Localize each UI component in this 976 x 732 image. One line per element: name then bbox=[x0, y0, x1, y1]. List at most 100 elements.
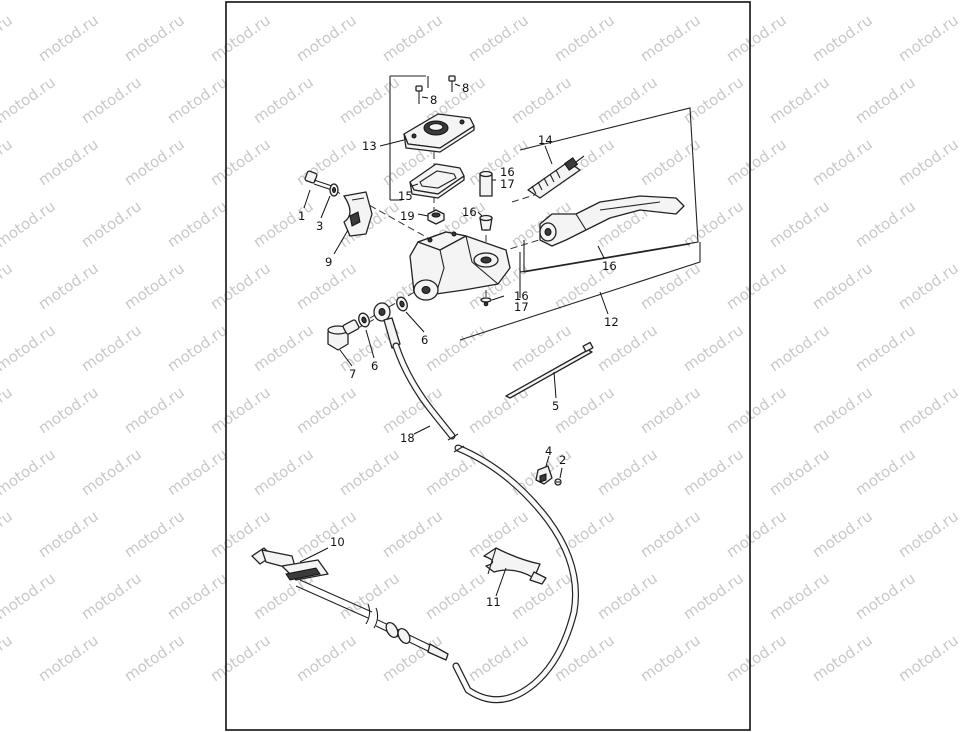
watermark-text: motod.ru bbox=[809, 135, 876, 189]
callout-5: 5 bbox=[552, 399, 559, 413]
watermark-text: motod.ru bbox=[0, 11, 16, 65]
watermark-text: motod.ru bbox=[766, 569, 833, 623]
part-10-brake-line bbox=[251, 547, 449, 661]
callout-9: 9 bbox=[325, 255, 332, 269]
watermark-text: motod.ru bbox=[78, 0, 145, 3]
part-17-clip bbox=[480, 297, 492, 307]
watermark-text: motod.ru bbox=[895, 507, 962, 561]
diagram-frame bbox=[225, 1, 751, 731]
part-18-brake-hose bbox=[373, 302, 580, 704]
part-13-reservoir-cover bbox=[403, 113, 475, 153]
watermark-text: motod.ru bbox=[121, 259, 188, 313]
callout-18: 18 bbox=[400, 431, 415, 445]
watermark-text: motod.ru bbox=[0, 507, 16, 561]
watermark-text: motod.ru bbox=[766, 0, 833, 3]
callout-7: 7 bbox=[349, 367, 356, 381]
watermark-text: motod.ru bbox=[895, 11, 962, 65]
callout-17-b: 17 bbox=[514, 300, 529, 314]
callout-labels: 1 3 9 8 8 13 15 19 16 17 16 16 17 14 16 … bbox=[298, 81, 619, 609]
watermark-text: motod.ru bbox=[35, 11, 102, 65]
part-16-lever bbox=[539, 195, 685, 247]
watermark-text: motod.ru bbox=[35, 383, 102, 437]
watermark-text: motod.ru bbox=[852, 569, 919, 623]
callout-11: 11 bbox=[486, 595, 501, 609]
watermark-text: motod.ru bbox=[852, 321, 919, 375]
watermark-text: motod.ru bbox=[0, 0, 59, 3]
watermark-text: motod.ru bbox=[164, 0, 231, 3]
callout-8-a: 8 bbox=[430, 93, 437, 107]
watermark-text: motod.ru bbox=[852, 73, 919, 127]
callout-8-b: 8 bbox=[462, 81, 469, 95]
callout-4: 4 bbox=[545, 444, 552, 458]
watermark-text: motod.ru bbox=[121, 507, 188, 561]
callout-3: 3 bbox=[316, 219, 323, 233]
part-16-pin-top bbox=[479, 170, 493, 197]
watermark-text: motod.ru bbox=[852, 197, 919, 251]
watermark-text: motod.ru bbox=[0, 321, 59, 375]
part-19-nut bbox=[427, 209, 445, 225]
part-15-diaphragm bbox=[409, 163, 465, 199]
watermark-text: motod.ru bbox=[0, 445, 59, 499]
callout-17-a: 17 bbox=[500, 177, 515, 191]
watermark-text: motod.ru bbox=[78, 569, 145, 623]
watermark-text: motod.ru bbox=[121, 631, 188, 685]
master-cylinder-body bbox=[409, 231, 511, 301]
watermark-text: motod.ru bbox=[78, 73, 145, 127]
part-5-cable-tie bbox=[505, 341, 594, 399]
part-4-clip bbox=[535, 465, 553, 485]
watermark-text: motod.ru bbox=[121, 383, 188, 437]
watermark-text: motod.ru bbox=[809, 631, 876, 685]
watermark-text: motod.ru bbox=[164, 197, 231, 251]
watermark-text: motod.ru bbox=[895, 631, 962, 685]
watermark-text: motod.ru bbox=[852, 445, 919, 499]
callout-16-d: 16 bbox=[602, 259, 617, 273]
watermark-text: motod.ru bbox=[164, 73, 231, 127]
watermark-text: motod.ru bbox=[164, 445, 231, 499]
watermark-text: motod.ru bbox=[809, 383, 876, 437]
part-11-hose-clamp bbox=[483, 547, 547, 585]
watermark-text: motod.ru bbox=[895, 259, 962, 313]
callout-19: 19 bbox=[400, 209, 415, 223]
watermark-text: motod.ru bbox=[121, 135, 188, 189]
watermark-text: motod.ru bbox=[35, 631, 102, 685]
watermark-text: motod.ru bbox=[0, 383, 16, 437]
part-8-screws bbox=[415, 75, 456, 104]
watermark-text: motod.ru bbox=[78, 445, 145, 499]
watermark-text: motod.ru bbox=[0, 197, 59, 251]
watermark-text: motod.ru bbox=[766, 445, 833, 499]
callout-12: 12 bbox=[604, 315, 619, 329]
watermark-text: motod.ru bbox=[0, 73, 59, 127]
watermark-text: motod.ru bbox=[164, 569, 231, 623]
callout-2: 2 bbox=[559, 453, 566, 467]
part-6-washer-a bbox=[358, 312, 370, 328]
part-6-washer-b bbox=[396, 296, 408, 312]
part-14-pushrod bbox=[527, 155, 585, 199]
part-9-clamp bbox=[343, 191, 373, 237]
watermark-text: motod.ru bbox=[809, 11, 876, 65]
callout-16-b: 16 bbox=[462, 205, 477, 219]
watermark-text: motod.ru bbox=[35, 259, 102, 313]
watermark-text: motod.ru bbox=[121, 11, 188, 65]
callout-10: 10 bbox=[330, 535, 345, 549]
watermark-text: motod.ru bbox=[0, 135, 16, 189]
watermark-text: motod.ru bbox=[35, 507, 102, 561]
watermark-text: motod.ru bbox=[0, 259, 16, 313]
watermark-text: motod.ru bbox=[895, 135, 962, 189]
watermark-text: motod.ru bbox=[852, 0, 919, 3]
part-3-washer bbox=[329, 183, 339, 197]
callout-6-a: 6 bbox=[421, 333, 428, 347]
watermark-text: motod.ru bbox=[809, 259, 876, 313]
callout-6-b: 6 bbox=[371, 359, 378, 373]
watermark-text: motod.ru bbox=[78, 197, 145, 251]
callout-16-a: 16 bbox=[500, 165, 515, 179]
callout-15: 15 bbox=[398, 189, 413, 203]
part-16-pin-mid bbox=[479, 214, 493, 231]
watermark-text: motod.ru bbox=[766, 197, 833, 251]
callout-13: 13 bbox=[362, 139, 377, 153]
watermark-text: motod.ru bbox=[0, 631, 16, 685]
watermark-text: motod.ru bbox=[164, 321, 231, 375]
watermark-text: motod.ru bbox=[35, 135, 102, 189]
part-2-screw bbox=[554, 478, 562, 486]
callout-14: 14 bbox=[538, 133, 553, 147]
